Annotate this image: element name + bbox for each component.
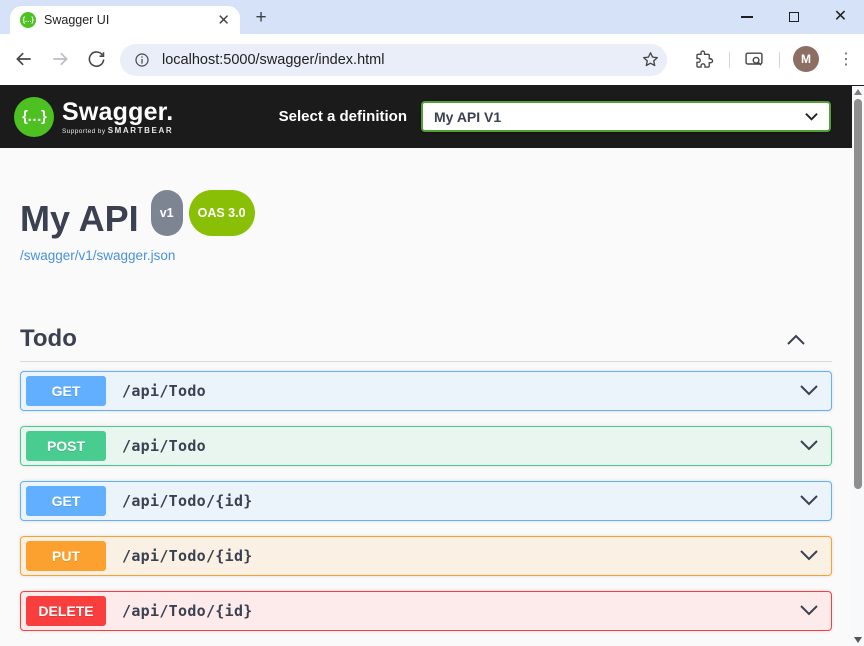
browser-toolbar: localhost:5000/swagger/index.html M ⋮	[0, 34, 864, 85]
operation-path: /api/Todo/{id}	[122, 602, 253, 620]
side-search-button[interactable]	[742, 47, 766, 71]
expand-operation-button[interactable]	[799, 494, 819, 508]
collapse-section-button[interactable]	[786, 332, 806, 346]
operation-row[interactable]: POST /api/Todo	[20, 426, 832, 466]
reload-button[interactable]	[84, 47, 108, 71]
back-button[interactable]	[12, 47, 36, 71]
http-method-badge: POST	[26, 431, 106, 461]
operation-row[interactable]: GET /api/Todo	[20, 371, 832, 411]
operation-row[interactable]: GET /api/Todo/{id}	[20, 481, 832, 521]
tag-section-header[interactable]: Todo	[20, 325, 832, 362]
swagger-favicon-icon: {…}	[20, 12, 36, 28]
chevron-down-icon	[800, 550, 818, 561]
window-close-button[interactable]: ✕	[817, 0, 864, 34]
star-icon	[642, 51, 658, 66]
scrollbar-down-arrow-icon[interactable]	[854, 637, 862, 643]
expand-operation-button[interactable]	[799, 549, 819, 563]
close-icon: ✕	[833, 8, 848, 25]
expand-operation-button[interactable]	[799, 384, 819, 398]
window-controls: ✕	[723, 0, 864, 34]
extensions-button[interactable]	[692, 47, 716, 71]
expand-operation-button[interactable]	[799, 604, 819, 618]
chevron-down-icon	[800, 440, 818, 451]
select-definition-label: Select a definition	[278, 108, 407, 125]
site-info-icon[interactable]	[134, 52, 150, 68]
url-text[interactable]: localhost:5000/swagger/index.html	[162, 52, 385, 68]
toolbar-divider	[729, 52, 730, 68]
profile-avatar[interactable]: M	[793, 46, 819, 72]
minimize-icon	[740, 16, 753, 18]
operation-path: /api/Todo/{id}	[122, 492, 253, 510]
operations-list: GET /api/Todo POST /api/Todo GET /api/To…	[20, 362, 832, 631]
chevron-down-icon	[805, 113, 818, 121]
operation-path: /api/Todo	[122, 437, 206, 455]
spec-json-link[interactable]: /swagger/v1/swagger.json	[20, 248, 176, 263]
bookmark-star-button[interactable]	[638, 47, 662, 71]
http-method-badge: GET	[26, 376, 106, 406]
http-method-badge: GET	[26, 486, 106, 516]
expand-operation-button[interactable]	[799, 439, 819, 453]
scrollbar-up-arrow-icon[interactable]	[854, 89, 862, 95]
back-arrow-icon	[16, 52, 31, 66]
scrollbar-thumb[interactable]	[854, 99, 862, 489]
tab-close-icon[interactable]: ✕	[217, 11, 230, 29]
http-method-badge: DELETE	[26, 596, 106, 626]
side-panel-search-icon	[745, 52, 763, 66]
tag-section-title: Todo	[20, 325, 77, 352]
definition-select[interactable]: My API V1	[421, 101, 831, 132]
url-bar[interactable]: localhost:5000/swagger/index.html	[120, 44, 667, 76]
http-method-badge: PUT	[26, 541, 106, 571]
swagger-logo-text: Swagger.	[62, 97, 174, 126]
new-tab-button[interactable]: +	[255, 7, 267, 28]
extensions-puzzle-icon	[695, 49, 713, 68]
operation-path: /api/Todo	[122, 382, 206, 400]
window-minimize-button[interactable]	[723, 0, 770, 34]
browser-tab-strip: {…} Swagger UI ✕ + ✕	[0, 0, 864, 34]
api-version-badge: v1	[150, 190, 183, 236]
chevron-up-icon	[787, 334, 805, 345]
reload-icon	[88, 50, 104, 67]
oas-version-badge: OAS 3.0	[188, 190, 255, 236]
operation-path: /api/Todo/{id}	[122, 547, 253, 565]
selected-definition: My API V1	[434, 108, 502, 125]
window-maximize-button[interactable]	[770, 0, 817, 34]
chevron-down-icon	[800, 495, 818, 506]
maximize-icon	[788, 12, 799, 22]
browser-menu-button[interactable]: ⋮	[838, 51, 854, 68]
forward-button[interactable]	[48, 47, 72, 71]
page-scrollbar[interactable]	[852, 86, 864, 646]
browser-tab[interactable]: {…} Swagger UI ✕	[10, 6, 240, 34]
supported-by-text: Supported by SMARTBEAR	[62, 125, 174, 135]
toolbar-divider	[779, 52, 780, 68]
swagger-logo-icon: {…}	[14, 96, 54, 137]
swagger-logo[interactable]: {…} Swagger. Supported by SMARTBEAR	[14, 96, 174, 137]
forward-arrow-icon	[53, 52, 68, 66]
tab-title: Swagger UI	[44, 13, 110, 27]
chevron-down-icon	[800, 605, 818, 616]
operation-row[interactable]: PUT /api/Todo/{id}	[20, 536, 832, 576]
swagger-topbar: {…} Swagger. Supported by SMARTBEAR Sele…	[0, 85, 864, 148]
operation-row[interactable]: DELETE /api/Todo/{id}	[20, 591, 832, 631]
chevron-down-icon	[800, 385, 818, 396]
